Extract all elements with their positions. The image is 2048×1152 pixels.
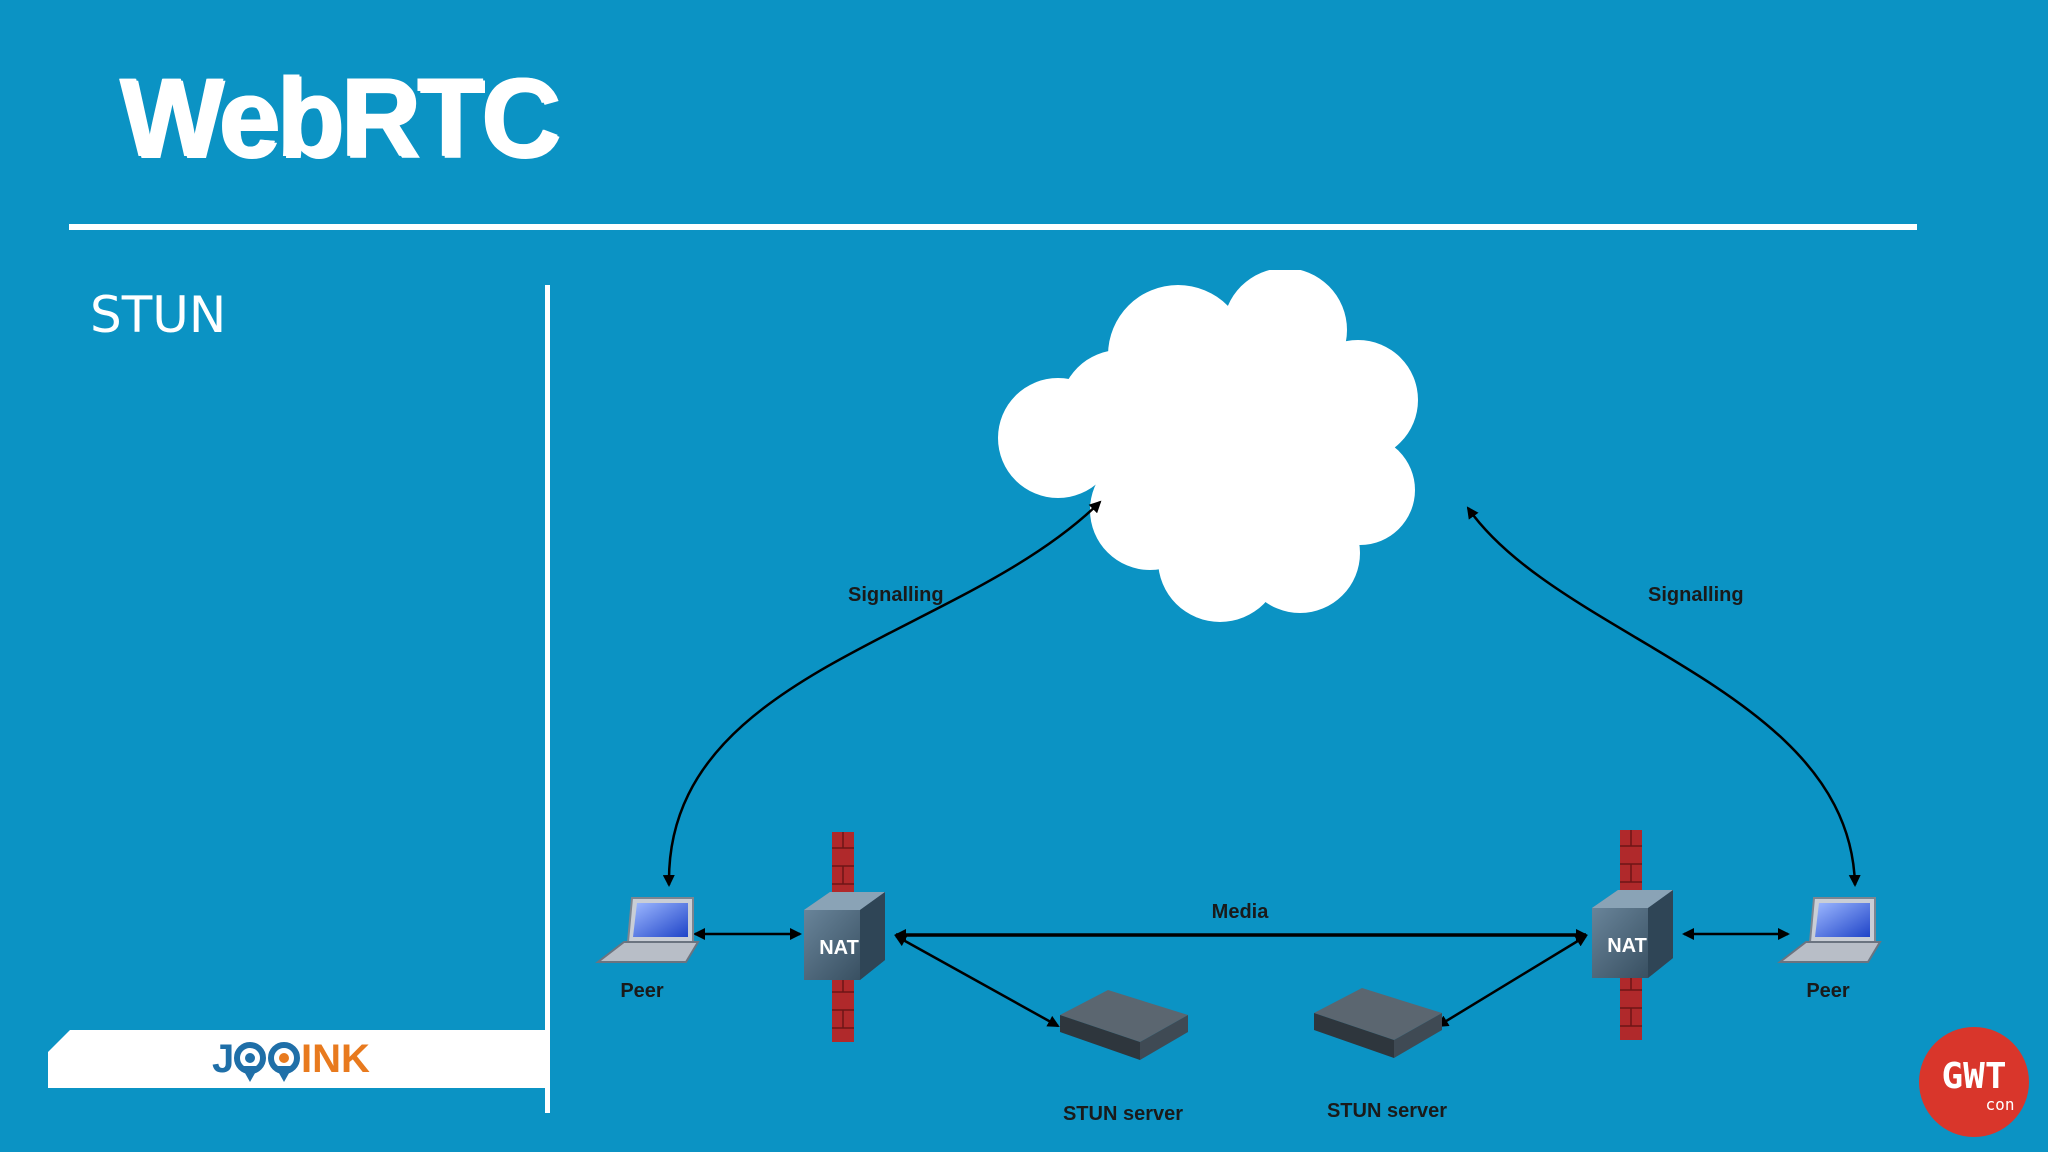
stun-server-left-label: STUN server xyxy=(1063,1103,1183,1125)
nat-right-label: NAT xyxy=(1607,935,1647,957)
internet-cloud xyxy=(998,270,1418,622)
media-label: Media xyxy=(1212,901,1270,923)
peer-left-laptop-icon xyxy=(595,897,700,963)
nat-left-stun-link xyxy=(894,934,1060,1028)
nat-left-icon xyxy=(804,892,885,980)
nat-left-label: NAT xyxy=(819,937,859,959)
gwtcon-badge: GWT con xyxy=(1919,1027,2029,1137)
jooink-logo: J INK xyxy=(212,1037,370,1082)
stun-server-right-label: STUN server xyxy=(1327,1100,1447,1122)
stun-server-left-icon xyxy=(1060,990,1188,1060)
gwtcon-badge-circle xyxy=(1919,1027,2029,1137)
jooink-logo-ink: INK xyxy=(301,1037,370,1081)
gwtcon-badge-subtext: con xyxy=(1986,1095,2015,1114)
signalling-right-label: Signalling xyxy=(1648,584,1744,606)
jooink-pin-icon xyxy=(268,1042,300,1082)
signalling-left-label: Signalling xyxy=(848,584,944,606)
jooink-logo-j: J xyxy=(212,1037,234,1081)
signalling-left-arrow xyxy=(662,500,1102,887)
peer-right-laptop-icon xyxy=(1777,897,1882,963)
jooink-pin-icon xyxy=(234,1042,266,1082)
vertical-divider xyxy=(545,285,550,1113)
nat-right-stun-link xyxy=(1436,934,1588,1028)
stun-diagram: Signalling Signalling Media NAT NAT Peer xyxy=(595,270,1882,1125)
peer-left-label: Peer xyxy=(620,980,664,1002)
stun-server-right-icon xyxy=(1314,988,1442,1058)
nat-right-icon xyxy=(1592,890,1673,978)
title-divider xyxy=(69,224,1917,230)
gwtcon-badge-text: GWT xyxy=(1941,1056,2006,1097)
slide-title: WebRTC xyxy=(120,55,561,180)
slide-subtitle: STUN xyxy=(90,286,227,344)
signalling-right-arrow xyxy=(1466,506,1861,887)
peer-right-label: Peer xyxy=(1806,980,1850,1002)
